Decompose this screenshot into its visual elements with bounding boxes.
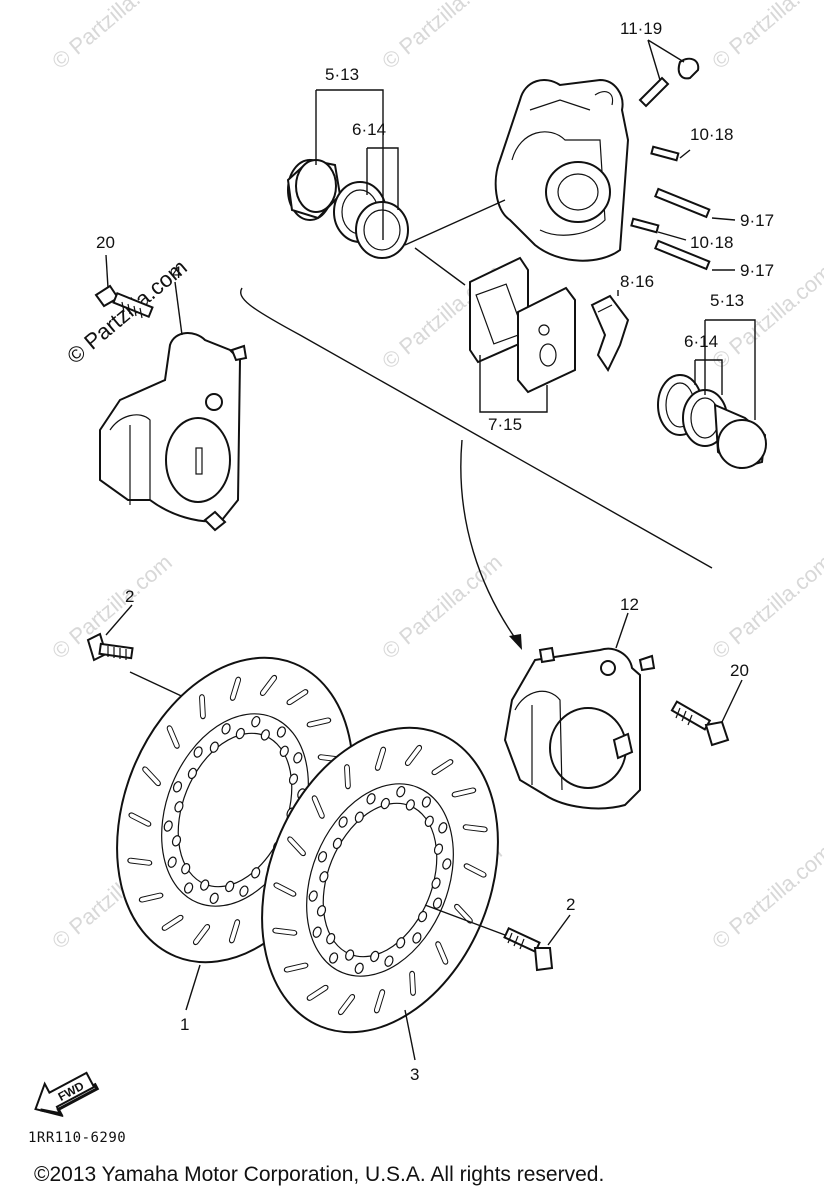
bolt-20-right xyxy=(670,700,730,747)
assembly-arrow-line xyxy=(460,439,521,646)
leader-2-bottom xyxy=(547,914,571,946)
piston-top xyxy=(286,158,342,221)
pad-spring xyxy=(590,294,630,373)
callout-10-18-a: 10·18 xyxy=(690,125,733,144)
bracket-6-14-top xyxy=(366,147,399,210)
bolt-9-17-lower xyxy=(654,239,711,271)
bolt-2-bottom xyxy=(503,926,554,972)
leader-20-left xyxy=(105,254,109,289)
copyright-notice: ©2013 Yamaha Motor Corporation, U.S.A. A… xyxy=(34,1163,605,1186)
leader-11-19 xyxy=(647,39,685,81)
pin-10-18-lower xyxy=(630,217,660,234)
leader-3 xyxy=(404,1009,416,1061)
leader-2-top xyxy=(105,604,133,636)
callout-5-13-right: 5·13 xyxy=(710,291,744,310)
leader-to-caliper xyxy=(404,199,506,286)
leader-2-to-disc-b xyxy=(424,904,506,936)
disc-slot xyxy=(408,970,417,997)
caliper-left xyxy=(99,332,248,532)
callout-12: 12 xyxy=(620,595,639,614)
bracket-5-13-right xyxy=(704,319,756,420)
piston-right xyxy=(713,403,767,470)
bleed-screw xyxy=(638,57,700,108)
callout-9-17-b: 9·17 xyxy=(740,261,774,280)
bolt-20-left xyxy=(94,284,154,319)
leader-20-right xyxy=(721,679,743,723)
watermark: © Partzilla.com xyxy=(707,549,824,663)
callout-11-19: 11·19 xyxy=(620,19,662,38)
callout-5-13-top: 5·13 xyxy=(325,65,359,84)
leader-9-17-a xyxy=(711,217,736,221)
brake-pads xyxy=(469,256,576,394)
callout-4: 4 xyxy=(172,263,181,282)
pin-10-18-upper xyxy=(650,145,680,162)
callout-9-17-a: 9·17 xyxy=(740,211,774,230)
assembly-arrowhead xyxy=(509,634,522,650)
callout-2-top: 2 xyxy=(125,587,134,606)
caliper-right xyxy=(503,646,656,810)
callout-6-14-right: 6·14 xyxy=(684,332,718,351)
bolt-9-17-upper xyxy=(654,187,711,219)
bracket-6-14-right xyxy=(694,359,723,395)
exploded-view-boundary xyxy=(240,287,713,569)
callout-3: 3 xyxy=(410,1065,419,1084)
disc-slot xyxy=(343,763,352,790)
fwd-arrow-icon: FWD xyxy=(34,1071,100,1118)
callout-7-15: 7·15 xyxy=(488,415,522,434)
caliper-exploded xyxy=(494,78,630,262)
leader-1 xyxy=(185,964,201,1011)
watermark: © Partzilla.com xyxy=(377,549,507,663)
callout-20-left: 20 xyxy=(96,233,115,252)
bracket-7-15 xyxy=(479,355,548,413)
diagram-code: 1RR110-6290 xyxy=(28,1130,127,1146)
callout-8-16: 8·16 xyxy=(620,272,654,291)
disc-slot xyxy=(198,693,207,720)
watermark: © Partzilla.com xyxy=(377,0,507,74)
callout-10-18-b: 10·18 xyxy=(690,233,733,252)
callout-20-right: 20 xyxy=(730,661,749,680)
watermark: © Partzilla.com xyxy=(47,0,177,74)
watermark: © Partzilla.com xyxy=(707,839,824,953)
bracket-5-13-top xyxy=(315,89,384,240)
bolt-2-top xyxy=(86,632,134,662)
leader-2-to-disc xyxy=(129,671,191,701)
leader-4 xyxy=(174,281,183,336)
brake-disc-3 xyxy=(261,726,499,1034)
seal-top xyxy=(333,181,409,259)
watermark: © Partzilla.com xyxy=(707,0,824,74)
leader-10-18-b xyxy=(657,231,687,241)
callout-2-bottom: 2 xyxy=(566,895,575,914)
callout-1: 1 xyxy=(180,1015,189,1034)
callout-6-14-top: 6·14 xyxy=(352,120,386,139)
leader-12 xyxy=(615,612,629,649)
leader-10-18-a xyxy=(679,149,691,159)
